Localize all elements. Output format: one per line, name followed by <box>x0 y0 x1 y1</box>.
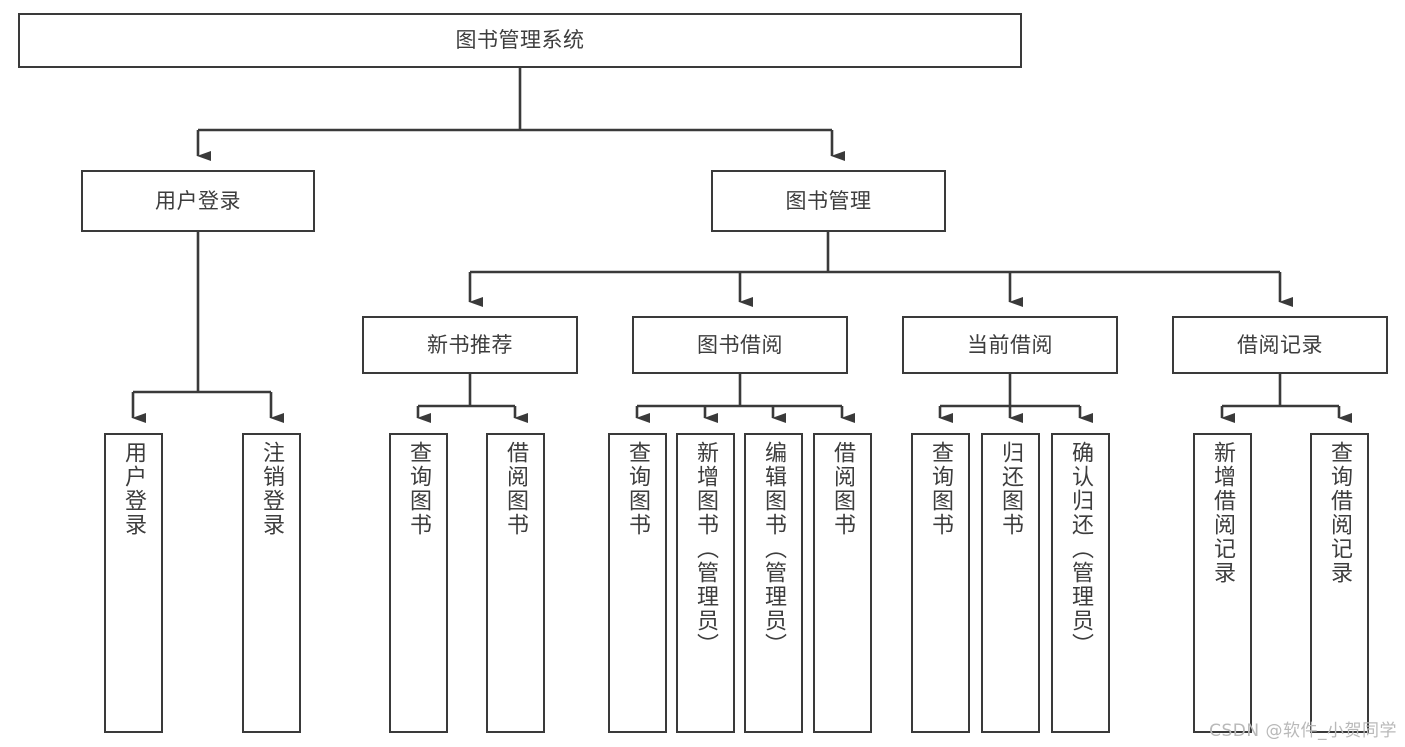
node-current-borrow-label: 当前借阅 <box>967 332 1053 357</box>
node-leaf-add-record-label: 新增借阅记录 <box>1210 441 1236 585</box>
node-leaf-user-login[interactable]: 用户登录 <box>104 433 163 733</box>
node-leaf-confirm-return-label: 确认归还（管理员） <box>1068 441 1094 657</box>
node-leaf-confirm-return[interactable]: 确认归还（管理员） <box>1051 433 1110 733</box>
node-current-borrow[interactable]: 当前借阅 <box>902 316 1118 374</box>
node-leaf-return-book[interactable]: 归还图书 <box>981 433 1040 733</box>
node-book-borrow[interactable]: 图书借阅 <box>632 316 848 374</box>
node-leaf-query-book-c[interactable]: 查询图书 <box>911 433 970 733</box>
node-leaf-query-book-c-label: 查询图书 <box>928 441 954 537</box>
node-leaf-add-record[interactable]: 新增借阅记录 <box>1193 433 1252 733</box>
node-leaf-borrow-book-b[interactable]: 借阅图书 <box>813 433 872 733</box>
node-leaf-logout[interactable]: 注销登录 <box>242 433 301 733</box>
node-leaf-edit-book-label: 编辑图书（管理员） <box>761 441 787 657</box>
node-leaf-return-book-label: 归还图书 <box>998 441 1024 537</box>
node-leaf-query-record-label: 查询借阅记录 <box>1327 441 1353 585</box>
node-root-label: 图书管理系统 <box>455 28 585 53</box>
node-new-book-recommend[interactable]: 新书推荐 <box>362 316 578 374</box>
node-root[interactable]: 图书管理系统 <box>18 13 1022 68</box>
node-leaf-borrow-book-a-label: 借阅图书 <box>503 441 529 537</box>
node-book-manage[interactable]: 图书管理 <box>711 170 946 232</box>
node-book-manage-label: 图书管理 <box>785 188 872 213</box>
node-borrow-record[interactable]: 借阅记录 <box>1172 316 1388 374</box>
node-user-login-label: 用户登录 <box>155 188 241 213</box>
node-leaf-edit-book[interactable]: 编辑图书（管理员） <box>744 433 803 733</box>
node-new-book-recommend-label: 新书推荐 <box>427 332 513 357</box>
node-user-login[interactable]: 用户登录 <box>81 170 315 232</box>
node-leaf-query-book-a[interactable]: 查询图书 <box>389 433 448 733</box>
node-leaf-logout-label: 注销登录 <box>259 441 285 537</box>
node-leaf-user-login-label: 用户登录 <box>121 441 147 537</box>
node-leaf-query-book-b[interactable]: 查询图书 <box>608 433 667 733</box>
node-leaf-borrow-book-b-label: 借阅图书 <box>830 441 856 537</box>
node-leaf-query-record[interactable]: 查询借阅记录 <box>1310 433 1369 733</box>
node-leaf-add-book-label: 新增图书（管理员） <box>693 441 719 657</box>
node-leaf-query-book-b-label: 查询图书 <box>625 441 651 537</box>
node-leaf-query-book-a-label: 查询图书 <box>406 441 432 537</box>
node-leaf-add-book[interactable]: 新增图书（管理员） <box>676 433 735 733</box>
node-book-borrow-label: 图书借阅 <box>697 332 783 357</box>
node-borrow-record-label: 借阅记录 <box>1237 332 1323 357</box>
node-leaf-borrow-book-a[interactable]: 借阅图书 <box>486 433 545 733</box>
